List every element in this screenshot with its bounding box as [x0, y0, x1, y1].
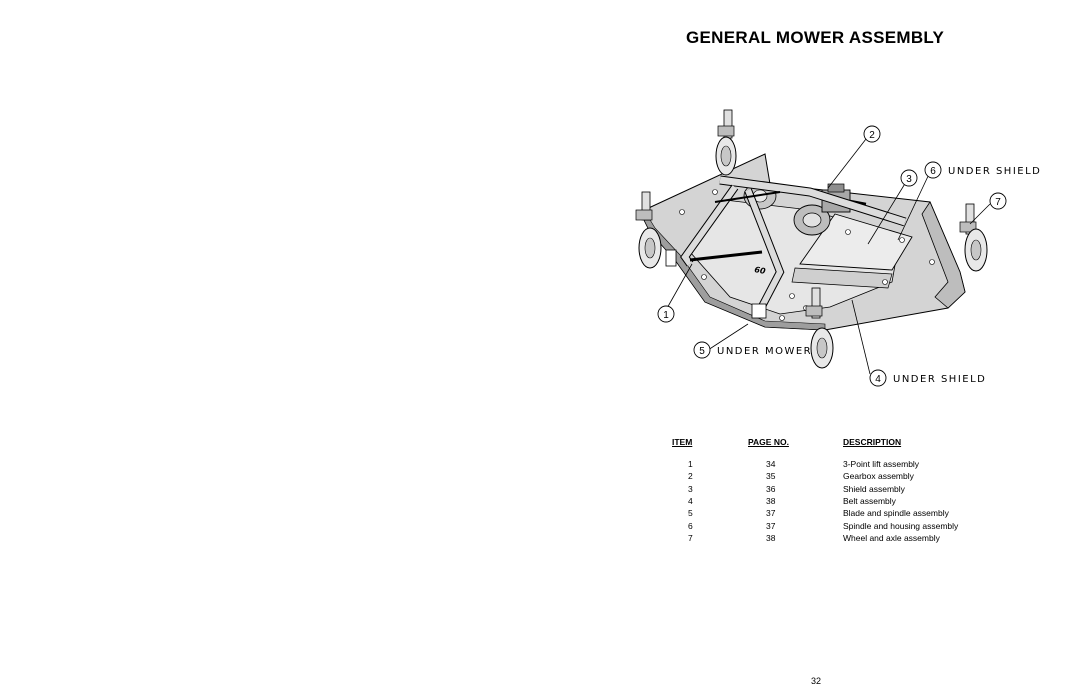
caster-wheel-right: [959, 203, 988, 272]
item-description: 3-Point lift assembly: [843, 459, 920, 470]
page-number-cell: 38: [766, 496, 776, 507]
page-number-cell: 34: [766, 459, 776, 470]
callout-1: 1: [657, 305, 675, 323]
item-number: 4: [688, 496, 693, 507]
table-row: 6 37 Spindle and housing assembly: [672, 520, 1003, 532]
table-row: 3 36 Shield assembly: [672, 484, 1003, 496]
svg-text:1: 1: [663, 310, 669, 321]
header-page-no: PAGE NO.: [748, 437, 789, 447]
caster-wheel-front: [805, 287, 834, 369]
item-number: 6: [688, 520, 693, 531]
svg-text:4: 4: [875, 374, 881, 385]
caster-wheel-left: [635, 191, 662, 269]
hitch-pins: [665, 249, 767, 319]
item-description: Wheel and axle assembly: [843, 532, 940, 543]
mower-assembly-diagram: 60 1 2: [635, 109, 1041, 387]
item-number: 2: [688, 471, 693, 482]
page-number: 32: [811, 676, 822, 686]
item-number: 5: [688, 508, 693, 519]
table-row: 7 38 Wheel and axle assembly: [672, 533, 1003, 545]
deck-marking: 60: [754, 265, 767, 276]
svg-text:6: 6: [930, 166, 936, 177]
item-description: Blade and spindle assembly: [843, 508, 949, 519]
parts-reference-table: ITEM PAGE NO. DESCRIPTION 1 34 3-Point l…: [672, 437, 1003, 545]
header-description: DESCRIPTION: [843, 437, 902, 447]
page-number-cell: 36: [766, 483, 776, 494]
svg-text:UNDER SHIELD: UNDER SHIELD: [893, 374, 986, 385]
svg-text:5: 5: [699, 346, 705, 357]
callout-3: 3: [900, 169, 918, 187]
page-number-cell: 37: [766, 520, 776, 531]
page-title: GENERAL MOWER ASSEMBLY: [686, 28, 945, 47]
item-description: Spindle and housing assembly: [843, 520, 959, 531]
table-header-row: ITEM PAGE NO. DESCRIPTION: [672, 437, 1003, 459]
header-item: ITEM: [672, 437, 693, 447]
table-row: 2 35 Gearbox assembly: [672, 471, 1003, 483]
item-description: Shield assembly: [843, 483, 905, 494]
item-description: Gearbox assembly: [843, 471, 914, 482]
table-row: 5 37 Blade and spindle assembly: [672, 508, 1003, 520]
item-number: 1: [688, 459, 693, 470]
callout-6: 6 UNDER SHIELD: [924, 161, 1041, 179]
svg-text:2: 2: [869, 130, 875, 141]
svg-text:7: 7: [995, 197, 1001, 208]
table-row: 1 34 3-Point lift assembly: [672, 459, 1003, 471]
item-number: 7: [688, 532, 693, 543]
under-shield-plate: [791, 213, 913, 289]
callout-4: 4 UNDER SHIELD: [869, 369, 986, 387]
table-row: 4 38 Belt assembly: [672, 496, 1003, 508]
page-number-cell: 38: [766, 532, 776, 543]
page-number-cell: 35: [766, 471, 776, 482]
callout-5: 5 UNDER MOWER: [693, 341, 812, 359]
item-number: 3: [688, 483, 693, 494]
svg-text:3: 3: [906, 174, 912, 185]
leader-lines: [665, 138, 991, 375]
callout-2: 2: [863, 125, 881, 143]
callout-7: 7: [989, 192, 1007, 210]
svg-text:UNDER SHIELD: UNDER SHIELD: [948, 166, 1041, 177]
item-description: Belt assembly: [843, 496, 896, 507]
lift-frame: [680, 175, 907, 316]
page-number-cell: 37: [766, 508, 776, 519]
caster-wheel-rear: [715, 109, 737, 176]
svg-text:UNDER MOWER: UNDER MOWER: [717, 346, 812, 357]
